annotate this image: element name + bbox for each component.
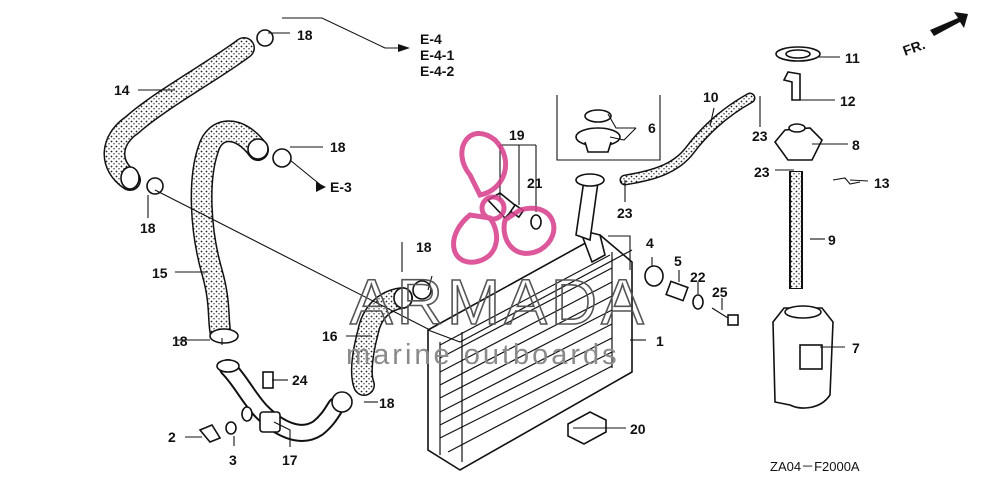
washer-22	[692, 294, 704, 310]
callout-10: 10	[703, 89, 719, 105]
callout-12: 12	[840, 93, 856, 109]
tube-9	[789, 171, 803, 289]
callout-23-right: 23	[754, 164, 770, 180]
callout-25: 25	[712, 284, 728, 300]
callout-16: 16	[322, 328, 338, 344]
callout-1: 1	[656, 333, 664, 349]
fr-label: FR.	[901, 36, 928, 59]
watermark-title: ARMADA	[350, 266, 648, 338]
callout-14: 14	[114, 82, 130, 98]
drain-plug-2	[198, 423, 222, 443]
callout-21: 21	[527, 175, 543, 191]
clip-13	[832, 177, 861, 185]
tank-cap-8	[773, 123, 823, 161]
washer-3	[225, 421, 237, 435]
front-arrow-icon	[930, 12, 968, 36]
callout-13: 13	[874, 175, 890, 191]
bolt-24	[262, 371, 274, 389]
callout-18-bottom: 18	[379, 395, 395, 411]
callout-22: 22	[690, 269, 706, 285]
ref-e3: E-3	[330, 179, 352, 195]
armada-propeller-logo	[451, 131, 557, 265]
callout-18-top: 18	[297, 27, 313, 43]
callout-23-top: 23	[752, 128, 768, 144]
callout-24: 24	[292, 372, 308, 388]
callout-8: 8	[852, 137, 860, 153]
hose-16	[350, 287, 413, 396]
callout-18-mid: 18	[416, 239, 432, 255]
washer-21	[530, 214, 542, 230]
leader-lines	[138, 17, 869, 447]
callout-9: 9	[828, 232, 836, 248]
ref-e4: E-4	[420, 31, 442, 47]
callout-4: 4	[646, 235, 654, 251]
callout-17: 17	[282, 452, 298, 468]
ref-e4-1: E-4-1	[420, 47, 454, 63]
radiator-1	[427, 228, 633, 471]
filler-neck	[575, 173, 605, 242]
callout-18-lower: 18	[172, 333, 188, 349]
callout-2: 2	[168, 429, 176, 445]
callout-19: 19	[509, 127, 525, 143]
vent-pipe-12	[782, 71, 801, 101]
callout-20: 20	[630, 421, 646, 437]
callout-5: 5	[674, 253, 682, 269]
hose-clamp-18	[146, 29, 432, 413]
water-pipe-17	[216, 359, 345, 442]
hose-10	[619, 92, 756, 186]
ref-e4-2: E-4-2	[420, 63, 454, 79]
grommet-4	[644, 265, 664, 287]
callout-3: 3	[229, 452, 237, 468]
hose-14	[103, 37, 255, 191]
callout-6: 6	[648, 120, 656, 136]
callout-11: 11	[845, 50, 860, 66]
arrow-to-e4	[398, 44, 410, 52]
callout-15: 15	[152, 265, 168, 281]
callout-18-left: 18	[140, 220, 156, 236]
bolt-25-head	[727, 314, 739, 326]
callout-18-e3: 18	[330, 139, 346, 155]
collar-5	[665, 280, 689, 302]
diagram-code: ZA04－F2000A	[770, 459, 860, 474]
hose-15	[190, 120, 269, 341]
arrow-to-e3	[316, 182, 326, 192]
reservoir-tank-7	[772, 305, 834, 409]
gasket-11	[775, 46, 821, 62]
radiator-cap-6	[575, 109, 621, 153]
callout-23-mid: 23	[617, 205, 633, 221]
callout-7: 7	[852, 340, 860, 356]
watermark-subtitle: marine outboards	[346, 339, 620, 371]
